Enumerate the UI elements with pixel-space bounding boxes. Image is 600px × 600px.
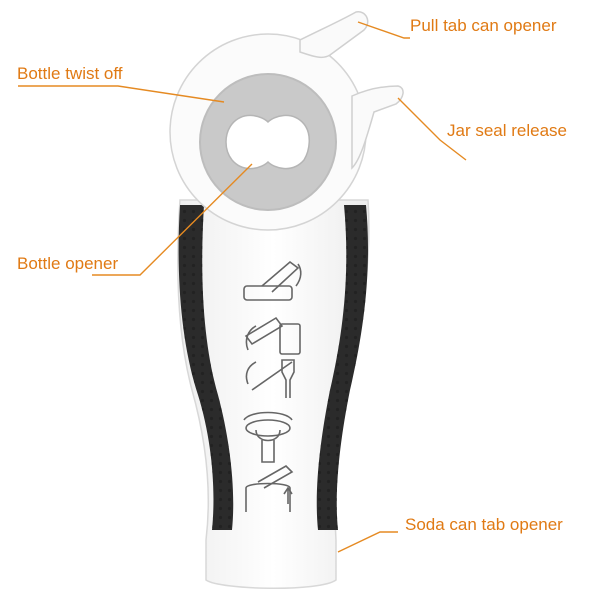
soda-tab-label: Soda can tab opener	[405, 515, 563, 534]
right-grip	[316, 205, 369, 530]
jar-seal-leader	[397, 97, 467, 161]
jar-seal-label: Jar seal release	[447, 121, 568, 140]
instruction-icons	[243, 260, 302, 512]
jar-twist-icon	[243, 411, 293, 463]
pull-tab-leader	[357, 21, 410, 39]
bottle-opener-leader	[92, 163, 253, 276]
pull-tab-icon	[243, 260, 302, 301]
bottle-twist-label: Bottle twist off	[17, 64, 123, 83]
pull-tab-label: Pull tab can opener	[410, 16, 557, 35]
opener-head	[169, 11, 404, 231]
bottle-cap-icon	[245, 359, 295, 398]
bottle-twist-leader	[18, 85, 225, 103]
can-tab-icon	[244, 316, 301, 355]
bottle-opener-label: Bottle opener	[17, 254, 119, 273]
soda-tab-leader	[337, 531, 398, 553]
left-grip	[178, 205, 234, 530]
soda-can-icon	[245, 465, 294, 512]
